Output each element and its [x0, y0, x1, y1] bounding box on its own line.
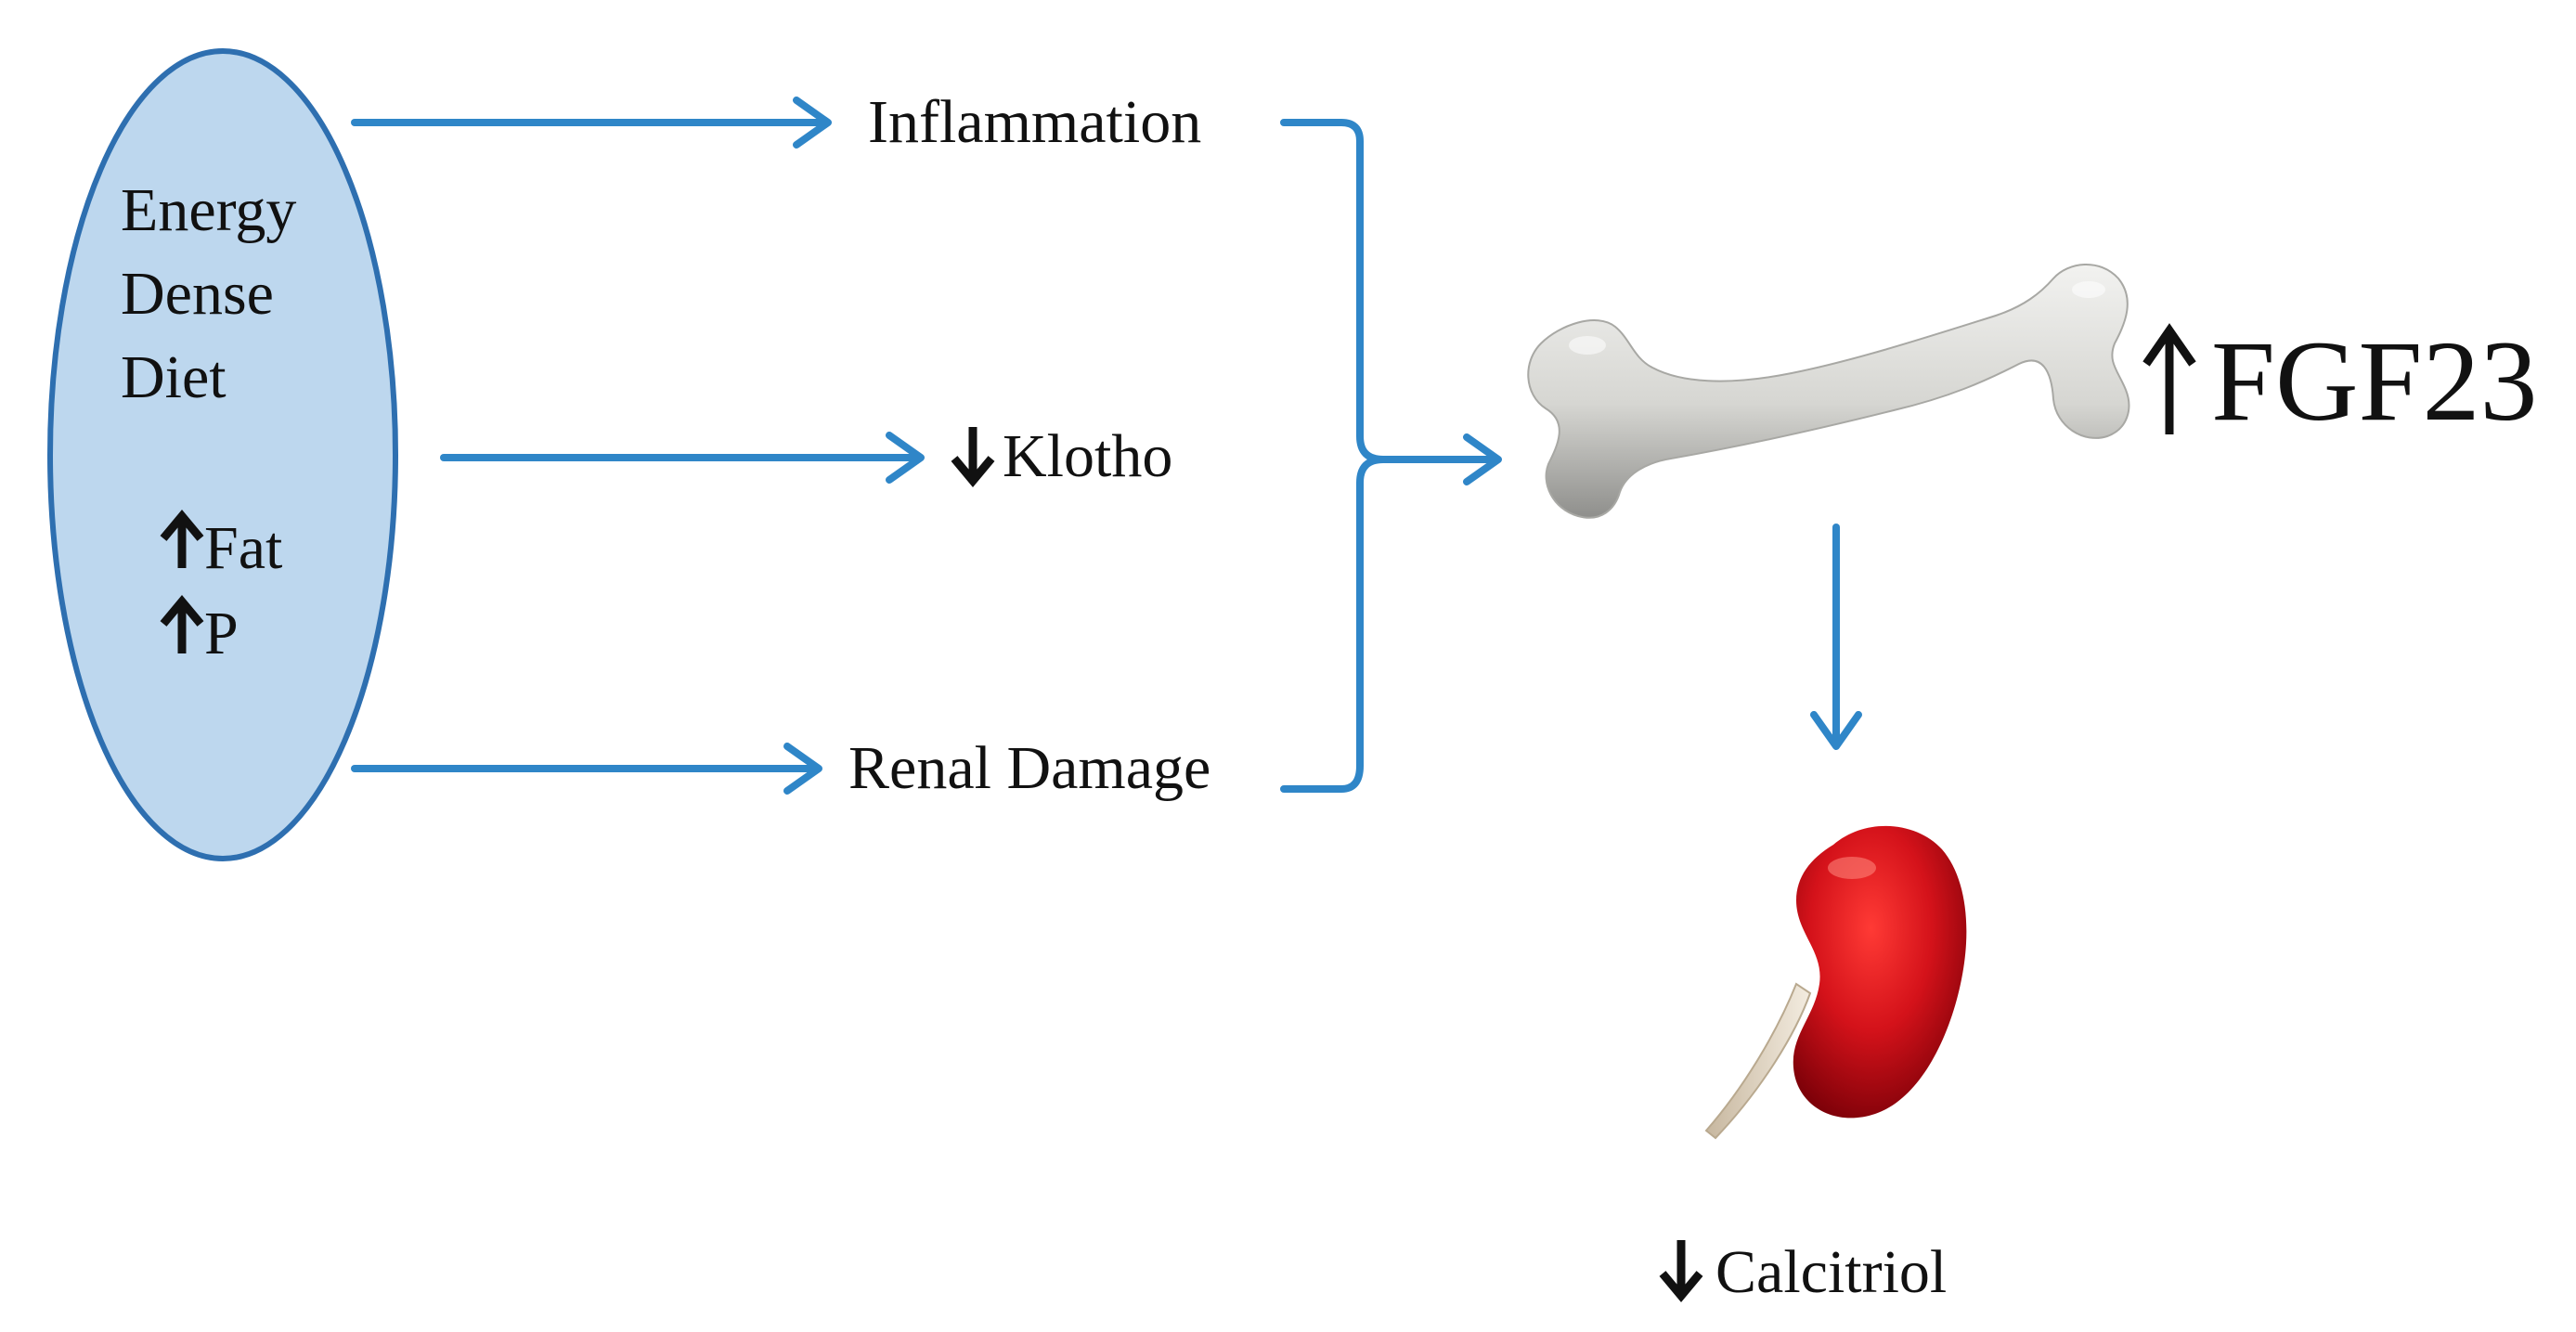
diet-item-fat: Fat	[204, 514, 282, 582]
up-arrow-icon	[160, 594, 204, 653]
arrow-diet-to-renal	[351, 743, 822, 795]
kidney-icon	[1704, 825, 1967, 1140]
diet-label-line3: Diet	[121, 343, 227, 411]
diet-ellipse	[47, 48, 398, 861]
up-arrow-icon	[2142, 323, 2196, 434]
bracket	[1280, 119, 1387, 793]
down-arrow-icon	[1659, 1240, 1703, 1303]
diet-label-line1: Energy	[121, 176, 296, 244]
diet-label-line2: Dense	[121, 260, 274, 328]
down-arrow-icon	[951, 427, 995, 488]
fgf23-label: FGF23	[2211, 317, 2537, 445]
renal-damage-label: Renal Damage	[848, 734, 1210, 802]
inflammation-label: Inflammation	[868, 88, 1201, 156]
diet-item-p: P	[204, 600, 239, 667]
up-arrow-icon	[160, 509, 204, 568]
klotho-label: Klotho	[1003, 422, 1172, 490]
arrow-diet-to-inflammation	[351, 97, 832, 149]
arrow-diet-to-klotho	[440, 432, 925, 484]
bone-icon	[1527, 264, 2130, 519]
arrow-bone-to-kidney	[1810, 524, 1862, 750]
arrow-bracket-to-bone	[1379, 433, 1502, 485]
calcitriol-label: Calcitriol	[1715, 1238, 1947, 1306]
